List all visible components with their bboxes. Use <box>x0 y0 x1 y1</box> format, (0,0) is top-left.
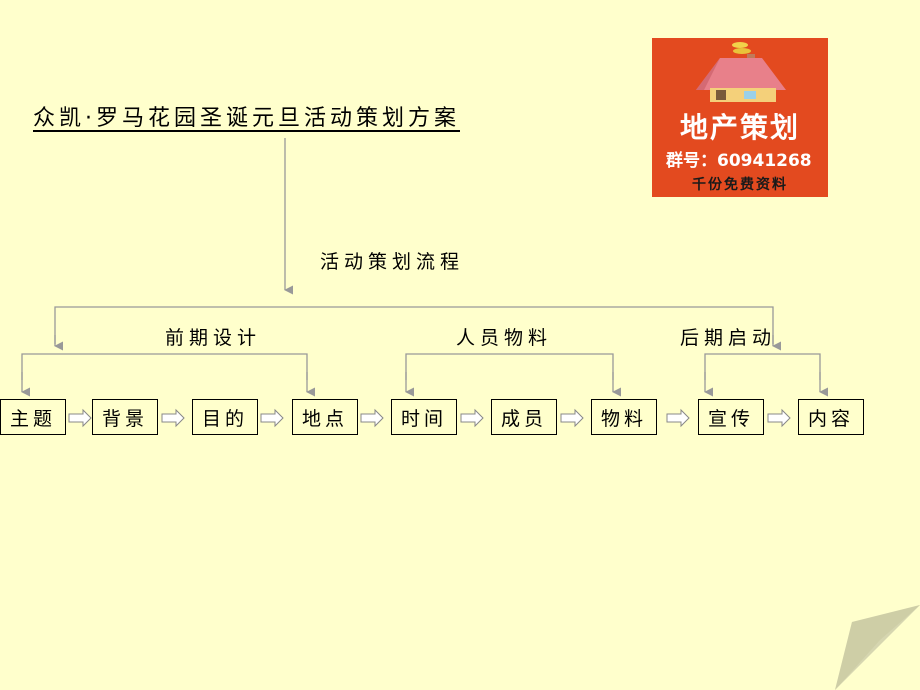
step-box-materials: 物料 <box>591 399 657 435</box>
house-icon <box>696 42 786 102</box>
page-title: 众凯·罗马花园圣诞元旦活动策划方案 <box>33 106 460 131</box>
step-box-purpose: 目的 <box>192 399 258 435</box>
step-box-promotion: 宣传 <box>698 399 764 435</box>
group2-bracket <box>405 353 614 380</box>
logo-group-number: 群号：60941268 <box>666 151 812 171</box>
step-box-location: 地点 <box>292 399 358 435</box>
step-arrow-4 <box>360 408 384 428</box>
group-label-staff: 人员物料 <box>456 327 553 349</box>
step-arrow-6 <box>560 408 584 428</box>
logo-main-text: 地产策划 <box>679 111 800 144</box>
flow-label: 活动策划流程 <box>320 251 465 273</box>
step-box-members: 成员 <box>491 399 557 435</box>
step-box-time: 时间 <box>391 399 457 435</box>
step-box-background: 背景 <box>92 399 158 435</box>
real-estate-logo: 地产策划 群号：60941268 千份免费资料 <box>652 38 828 197</box>
step-arrow-5 <box>460 408 484 428</box>
group3-bracket <box>704 353 821 380</box>
step-arrow-1 <box>68 408 92 428</box>
step-arrow-8 <box>767 408 791 428</box>
main-bracket <box>54 306 774 344</box>
step-arrow-3 <box>260 408 284 428</box>
group1-bracket <box>21 353 308 380</box>
step-arrow-2 <box>161 408 185 428</box>
step-box-theme: 主题 <box>0 399 66 435</box>
group-label-launch: 后期启动 <box>680 327 777 349</box>
logo-foot-text: 千份免费资料 <box>692 177 788 193</box>
step-arrow-7 <box>666 408 690 428</box>
step-box-content: 内容 <box>798 399 864 435</box>
group-label-design: 前期设计 <box>165 327 262 349</box>
